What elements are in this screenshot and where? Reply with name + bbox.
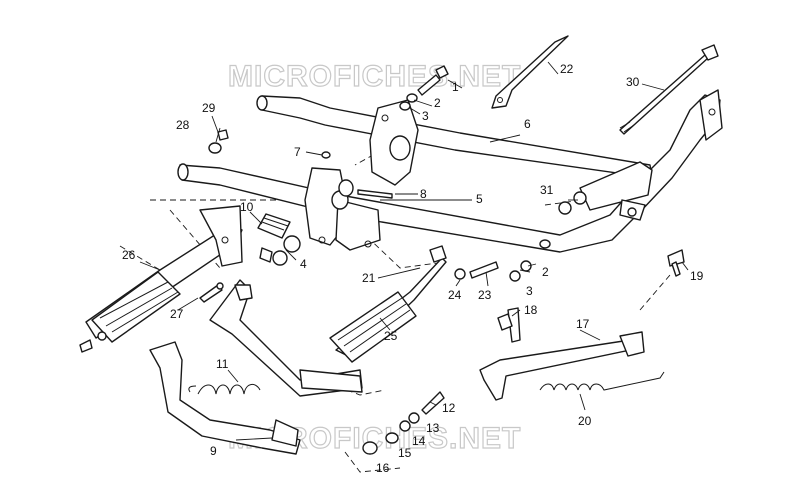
callout-labels: 1 2 3 5 6 7 8 4 9 10 11 12 13 14 15 16 1… xyxy=(122,62,704,475)
bolt-assembly-right xyxy=(454,260,532,282)
frame-cross-member xyxy=(579,161,653,221)
footrest-spring xyxy=(257,213,291,263)
callout-18: 18 xyxy=(524,303,538,317)
callout-16: 16 xyxy=(376,461,390,475)
callout-30: 30 xyxy=(626,75,640,89)
callout-5: 5 xyxy=(476,192,483,206)
callout-1: 1 xyxy=(452,80,459,94)
side-stand-spring xyxy=(539,371,665,391)
callout-3-top: 3 xyxy=(422,109,429,123)
callout-11: 11 xyxy=(216,357,229,371)
callout-27: 27 xyxy=(170,307,184,321)
callout-10: 10 xyxy=(240,200,254,214)
callout-2-top: 2 xyxy=(434,96,441,110)
callout-14: 14 xyxy=(412,434,426,448)
footrest-right xyxy=(329,245,447,363)
callout-15: 15 xyxy=(398,446,412,460)
callout-22: 22 xyxy=(560,62,574,76)
callout-9: 9 xyxy=(210,444,217,458)
leader-lines xyxy=(139,61,689,441)
callout-17: 17 xyxy=(576,317,590,331)
stand-spring xyxy=(188,384,261,395)
long-bolt xyxy=(619,44,719,135)
callout-7: 7 xyxy=(294,145,301,159)
pivot-bolt xyxy=(667,249,685,277)
centre-stand xyxy=(149,279,363,455)
callout-24: 24 xyxy=(448,288,462,302)
side-stand xyxy=(479,307,645,401)
callout-25: 25 xyxy=(384,329,398,343)
callout-4: 4 xyxy=(300,257,307,271)
rubber-bushings xyxy=(208,129,587,266)
callout-31: 31 xyxy=(540,183,554,197)
callout-21: 21 xyxy=(362,271,376,285)
callout-8: 8 xyxy=(420,187,427,201)
callout-2-right: 2 xyxy=(542,265,549,279)
callout-13: 13 xyxy=(426,421,440,435)
bolt-assembly-top xyxy=(399,65,449,111)
watermark-top: MICROFICHES.NET xyxy=(228,60,521,93)
callout-28: 28 xyxy=(176,118,190,132)
callout-26: 26 xyxy=(122,248,136,262)
callout-12: 12 xyxy=(442,401,456,415)
callout-6: 6 xyxy=(524,117,531,131)
callout-23: 23 xyxy=(478,288,492,302)
frame-upper-rail xyxy=(256,95,653,179)
callout-3-right: 3 xyxy=(526,284,533,298)
footrest-left xyxy=(79,205,243,353)
callout-20: 20 xyxy=(578,414,592,428)
callout-29: 29 xyxy=(202,101,216,115)
bolt-small-left xyxy=(199,282,224,303)
bracket-strip xyxy=(491,35,569,109)
callout-19: 19 xyxy=(690,269,704,283)
